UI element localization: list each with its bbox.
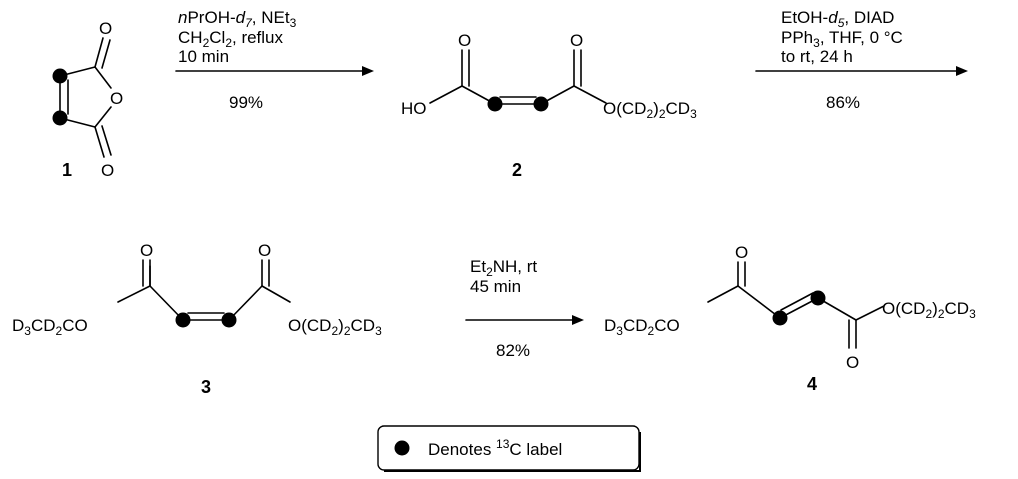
- c13-label-dot: [175, 312, 191, 328]
- carbonyl-oxygen: O: [458, 31, 471, 50]
- c13-label-dot: [772, 310, 788, 326]
- condition-line: Et2NH, rt: [470, 257, 537, 279]
- arrow-head: [362, 66, 374, 76]
- carbonyl-oxygen: O: [99, 19, 112, 38]
- compound-label: 3: [201, 377, 211, 397]
- condition-line: 45 min: [470, 277, 521, 296]
- compound-3: O O D3CD2CO O(CD2)2CD3 3: [12, 241, 382, 397]
- step-yield: 99%: [229, 93, 263, 112]
- ethoxy-d5-group: D3CD2CO: [12, 316, 88, 338]
- condition-line: nPrOH-d7, NEt3: [178, 8, 297, 30]
- compound-2: O O HO O(CD2)2CD3 2: [401, 31, 697, 180]
- ring-oxygen: O: [110, 89, 123, 108]
- compound-4: O O D3CD2CO O(CD2)2CD3 4: [604, 243, 976, 394]
- step-yield: 82%: [496, 341, 530, 360]
- hydroxyl-group: HO: [401, 99, 427, 118]
- arrow-head: [572, 315, 584, 325]
- carbonyl-oxygen: O: [846, 353, 859, 372]
- condition-line: 10 min: [178, 47, 229, 66]
- reaction-step-3: Et2NH, rt 45 min 82%: [465, 257, 584, 360]
- reaction-step-2: EtOH-d5, DIAD PPh3, THF, 0 °C to rt, 24 …: [755, 8, 968, 112]
- reaction-step-1: nPrOH-d7, NEt3 CH2Cl2, reflux 10 min 99%: [175, 8, 374, 112]
- condition-line: EtOH-d5, DIAD: [781, 8, 894, 30]
- c13-label-dot: [52, 110, 68, 126]
- legend-box: Denotes 13C label: [377, 425, 641, 472]
- legend-text: Denotes 13C label: [428, 437, 562, 459]
- arrow-head: [956, 66, 968, 76]
- carbonyl-oxygen: O: [258, 241, 271, 260]
- propoxy-d7-group: O(CD2)2CD3: [603, 99, 697, 121]
- compound-label: 2: [512, 160, 522, 180]
- condition-line: PPh3, THF, 0 °C: [781, 28, 903, 50]
- c13-label-dot: [394, 440, 410, 456]
- c13-label-dot: [810, 290, 826, 306]
- ethoxy-d5-group: D3CD2CO: [604, 316, 680, 338]
- c13-label-dot: [487, 96, 503, 112]
- propoxy-d7-group: O(CD2)2CD3: [288, 316, 382, 338]
- condition-line: to rt, 24 h: [781, 47, 853, 66]
- compound-1: O O O 1: [52, 19, 123, 180]
- propoxy-d7-group: O(CD2)2CD3: [882, 299, 976, 321]
- carbonyl-oxygen: O: [570, 31, 583, 50]
- compound-label: 1: [62, 160, 72, 180]
- c13-label-dot: [533, 96, 549, 112]
- compound-label: 4: [807, 374, 817, 394]
- c13-label-dot: [52, 68, 68, 84]
- c13-label-dot: [221, 312, 237, 328]
- carbonyl-oxygen: O: [101, 161, 114, 180]
- carbonyl-oxygen: O: [735, 243, 748, 262]
- carbonyl-oxygen: O: [140, 241, 153, 260]
- step-yield: 86%: [826, 93, 860, 112]
